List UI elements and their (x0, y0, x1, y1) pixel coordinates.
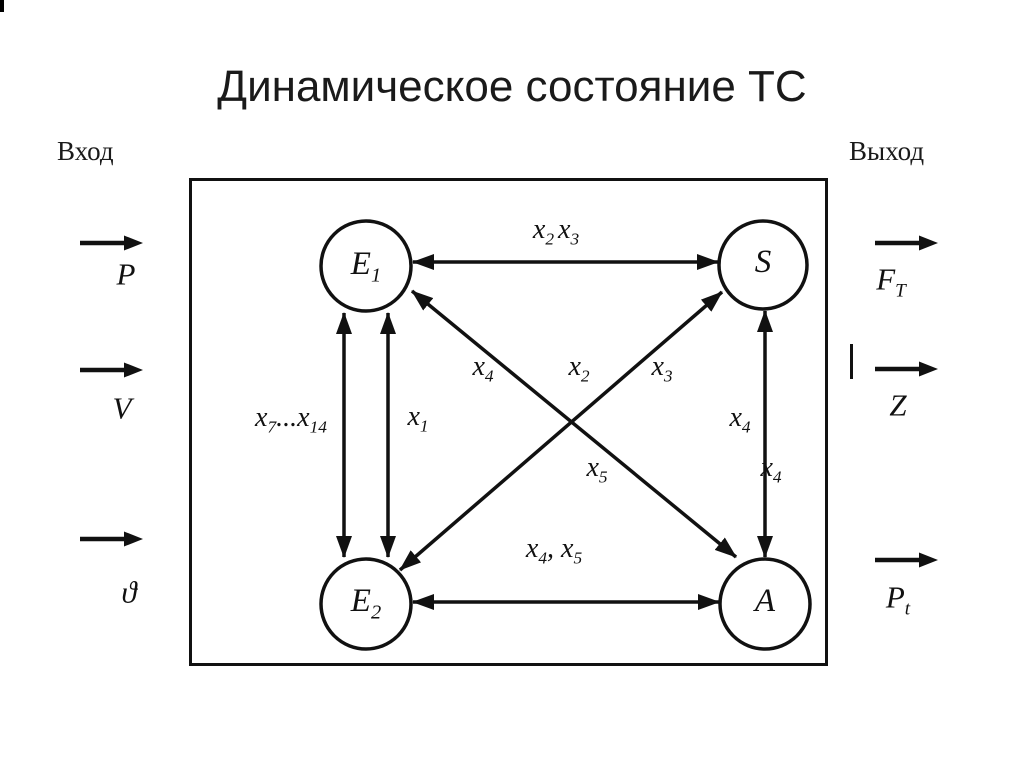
edge-label-e1-e2-outer: x7...x14 (255, 402, 327, 437)
input-arrow-theta-icon (80, 531, 143, 547)
output-arrow-z-icon (875, 361, 938, 377)
output-arrow-ft-icon (875, 235, 938, 251)
node-a-label: A (754, 582, 776, 619)
node-e2-label: E2 (350, 582, 382, 624)
node-s-circle (717, 219, 809, 311)
input-arrow-p-icon (80, 235, 143, 251)
node-s-label: S (754, 243, 772, 280)
input-signal-theta: ϑ (121, 574, 137, 610)
system-boundary-box (189, 178, 828, 666)
node-e1-label: E1 (350, 245, 382, 287)
edge-label-e1-e2-inner: x1 (407, 401, 429, 436)
edge-label-e2-a: x4, x5 (525, 533, 583, 568)
node-a-circle (718, 557, 812, 651)
node-e1-circle (319, 219, 413, 313)
state-graph (189, 178, 828, 666)
edge-label-cross-lower: x5 (586, 452, 608, 487)
edge-label-e2-s-upper: x3 (651, 351, 673, 386)
output-signal-z: Z (889, 387, 907, 423)
edge-e2-s-diagonal (398, 290, 724, 572)
output-signal-ft: FT (876, 261, 906, 302)
corner-artifact (0, 0, 4, 12)
edge-label-e1-a-upper: x4 (472, 351, 494, 386)
tick-mark (850, 344, 853, 379)
input-arrow-v-icon (80, 362, 143, 378)
output-signal-pt: Pt (885, 579, 911, 620)
page-title: Динамическое состояние ТС (217, 62, 807, 111)
node-e2-circle (319, 557, 413, 651)
output-arrow-pt-icon (875, 552, 938, 568)
input-caption: Вход (57, 136, 114, 166)
output-caption: Выход (849, 136, 925, 166)
input-signal-v: V (112, 390, 132, 426)
edge-label-cross-mid: x2 (568, 351, 590, 386)
input-signal-p: P (116, 256, 136, 292)
edge-label-s-a-lower: x4 (760, 452, 782, 487)
edge-label-s-a-upper: x4 (729, 402, 751, 437)
